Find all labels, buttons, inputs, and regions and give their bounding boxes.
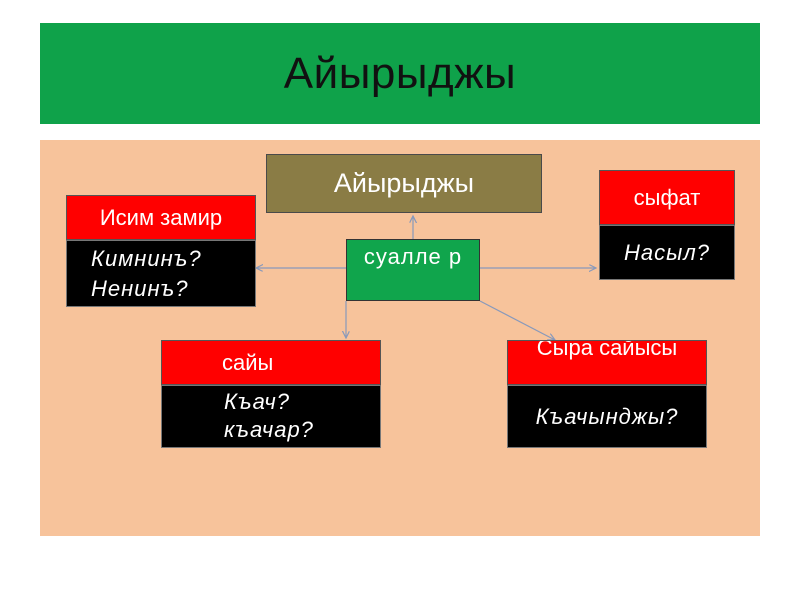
sifat-question: Насыл? bbox=[599, 225, 735, 280]
sira-question: Къачынджы? bbox=[507, 385, 707, 448]
sayi-q1: Къач? bbox=[224, 389, 291, 414]
sira-head-text: Сыра сайысы bbox=[536, 340, 678, 360]
ism-q2: Ненинъ? bbox=[91, 276, 189, 301]
slide-title: Айырыджы bbox=[283, 48, 517, 98]
title-bar: Айырыджы bbox=[40, 23, 760, 124]
ism-head: Исим замир bbox=[66, 195, 256, 240]
sayi-head: сайы bbox=[161, 340, 381, 385]
ism-questions: Кимнинъ? Ненинъ? bbox=[66, 240, 256, 307]
hub-questions-box: суалле р bbox=[346, 239, 480, 301]
sayi-questions: Къач? къачар? bbox=[161, 385, 381, 448]
center-category-box: Айырыджы bbox=[266, 154, 542, 213]
ism-q1: Кимнинъ? bbox=[91, 246, 202, 271]
connector-diag bbox=[479, 300, 555, 340]
sira-head: Сыра сайысы bbox=[507, 340, 707, 385]
sayi-q2: къачар? bbox=[224, 417, 314, 442]
sifat-head: сыфат bbox=[599, 170, 735, 225]
